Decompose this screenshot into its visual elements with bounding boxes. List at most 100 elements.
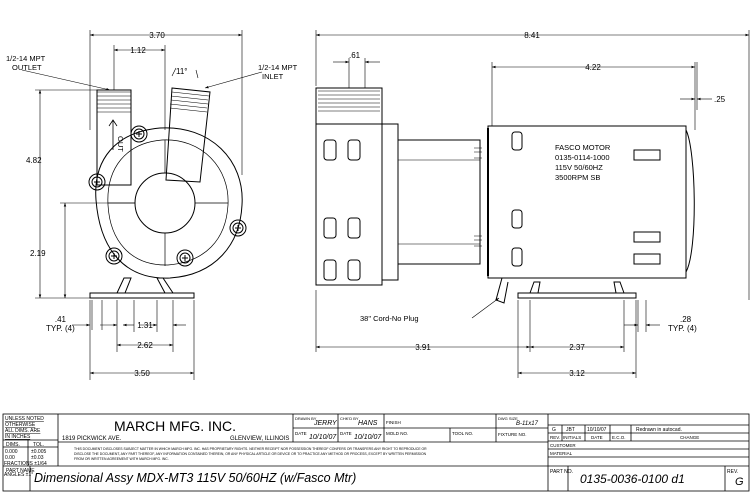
rev-row-change: Redrawn in autocad. — [636, 427, 682, 433]
date-label-2: DATE — [340, 431, 352, 436]
company-name: MARCH MFG. INC. — [114, 418, 236, 434]
dim-hole-spacing: 1.31 — [137, 321, 153, 330]
dim-foot-to-end: 3.91 — [415, 343, 431, 352]
tol-note-4: IN INCHES — [5, 434, 31, 440]
motor-label-line2: 0135-0114-1000 — [555, 153, 610, 162]
dim-hole-dia: .41 — [55, 315, 67, 324]
dim-shaft-height: 2.19 — [30, 249, 46, 258]
motor-end-cap — [685, 129, 695, 273]
inlet-label-line1: 1/2-14 MPT — [258, 63, 298, 72]
front-dim-text: 3.70 1.12 11° 4.82 2.19 1.31 2.62 3.50 .… — [6, 31, 298, 378]
title-block-text: UNLESS NOTED OTHERWISE ALL DIMS. ARE IN … — [4, 416, 744, 488]
screw — [105, 247, 123, 265]
company-address: 1819 PICKWICK AVE. — [62, 436, 122, 442]
cord — [495, 277, 509, 304]
motor-label-line1: FASCO MOTOR — [555, 143, 611, 152]
rev-header-initials: INITIALS — [563, 435, 581, 440]
side-view-dimensions — [315, 30, 750, 378]
dim-side-hole-dia: .28 — [680, 315, 692, 324]
rev-header-change: CHANGE — [680, 435, 699, 440]
tol-row2-tol: ±0.03 — [31, 455, 44, 461]
motor-label-line3: 115V 50/60HZ — [555, 163, 603, 172]
part-no-label: PART NO. — [550, 469, 573, 475]
side-flange — [381, 123, 399, 281]
material-label: MATERIAL — [550, 451, 573, 456]
rev-header-eco: E.C.O. — [612, 435, 626, 440]
tol-header-tol: TOL. — [33, 442, 44, 448]
part-no: 0135-0036-0100 d1 — [580, 472, 685, 486]
part-name: Dimensional Assy MDX-MT3 115V 50/60HZ (w… — [34, 471, 356, 485]
finish-label: FINISH — [386, 420, 401, 425]
inlet-label-line2: INLET — [262, 72, 284, 81]
dim-outlet-offset: 1.12 — [130, 46, 146, 55]
side-view — [315, 87, 695, 304]
dim-base-width: 3.50 — [134, 369, 150, 378]
front-view-dimensions — [21, 30, 263, 380]
side-adapter — [397, 139, 481, 265]
dim-foot-width: 2.62 — [137, 341, 153, 350]
dim-hole-typ: TYP. (4) — [46, 324, 75, 333]
dwg-size-label: DWG SIZE — [498, 416, 518, 421]
front-foot-right — [156, 277, 174, 294]
dim-inlet-offset: .61 — [349, 51, 361, 60]
front-foot-left — [116, 277, 132, 294]
screw — [229, 219, 247, 237]
tol-note-3: ALL DIMS. ARE — [5, 428, 41, 434]
side-dim-text: 8.41 .61 4.22 .25 3.91 2.37 3.12 .28 TYP… — [349, 31, 726, 378]
tol-fractions: FRACTIONS ±1/64 — [4, 461, 47, 467]
side-base-plate — [517, 292, 637, 299]
dim-side-foot-width: 2.37 — [569, 343, 585, 352]
tol-row1-tol: ±0.005 — [31, 449, 46, 455]
inlet-tube — [165, 87, 211, 183]
dim-motor-length: 4.22 — [585, 63, 601, 72]
rev-header-date: DATE — [591, 435, 603, 440]
dim-angle: 11° — [176, 67, 188, 76]
dwg-size: B-11x17 — [516, 421, 539, 427]
date-label-1: DATE — [295, 431, 307, 436]
drawn-by: JERRY — [313, 420, 338, 427]
front-base-plate — [89, 292, 195, 299]
date-1: 10/10/07 — [309, 434, 337, 441]
screw — [130, 125, 148, 143]
tool-label: TOOL NO. — [452, 431, 473, 436]
customer-label: CUSTOMER — [550, 443, 576, 448]
dim-cap-offset: .25 — [714, 95, 726, 104]
rev-label: REV. — [727, 469, 738, 475]
mold-label: MOLD NO. — [386, 431, 408, 436]
tol-angles: ANGLES ±1° — [4, 472, 33, 478]
outlet-label-line2: OUTLET — [12, 63, 42, 72]
flow-label: OUT — [116, 136, 125, 152]
title-block — [2, 413, 750, 492]
rev-row-date: 10/10/07 — [587, 427, 607, 433]
front-view — [88, 87, 247, 299]
dim-overall-length: 8.41 — [524, 31, 540, 40]
screw — [176, 249, 194, 267]
tol-row1-dim: 0.000 — [5, 449, 18, 455]
tol-note-1: UNLESS NOTED — [5, 416, 44, 422]
tol-header-dims: DIMS. — [6, 442, 20, 448]
part-label: PART NAME — [6, 468, 35, 474]
dim-base-length: 3.12 — [569, 369, 585, 378]
chkd-by-label: CHK'D BY — [340, 416, 359, 421]
cord-note: 38" Cord-No Plug — [360, 314, 419, 323]
side-inlet-port — [315, 87, 383, 125]
disclaimer-line1: THIS DOCUMENT DISCLOSES SUBJECT MATTER I… — [74, 447, 427, 451]
motor-label-line4: 3500RPM SB — [555, 173, 600, 182]
rev-header-rev: REV. — [550, 435, 560, 440]
screw — [88, 173, 106, 191]
rev-value: G — [735, 476, 744, 488]
disclaimer-line3: FROM OR WRITTEN AGREEMENT WITH MARCH MFG… — [74, 457, 169, 461]
dim-side-hole-typ: TYP. (4) — [668, 324, 697, 333]
company-city: GLENVIEW, ILLINOIS — [230, 436, 289, 442]
fixture-label: FIXTURE NO. — [498, 432, 527, 437]
chkd-by: HANS — [358, 420, 378, 427]
date-2: 10/10/07 — [354, 434, 382, 441]
impeller-hub — [134, 172, 196, 234]
dim-overall-width: 3.70 — [149, 31, 165, 40]
disclaimer-line2: DISCLOSE THE DOCUMENT, ANY PART THEREOF,… — [74, 452, 427, 456]
outlet-label-line1: 1/2-14 MPT — [6, 54, 46, 63]
dim-height: 4.82 — [26, 156, 42, 165]
rev-row-rev: G — [552, 427, 556, 433]
rev-row-initials: JBT — [566, 427, 575, 433]
